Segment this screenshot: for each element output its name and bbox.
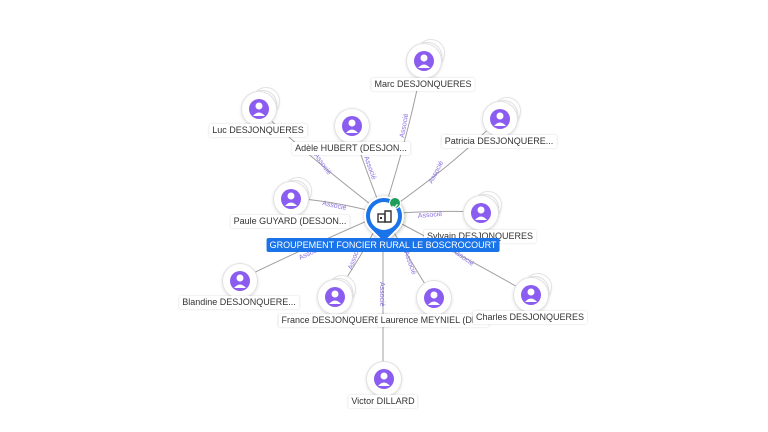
node-label: Paule GUYARD (DESJON...: [230, 215, 350, 228]
edge-label-paule: Associé: [322, 200, 348, 212]
edge-label-marc: Associé: [399, 113, 410, 138]
person-icon: [406, 43, 442, 79]
person-icon: [317, 279, 353, 315]
person-icon: [463, 195, 499, 231]
edge-label-sylvain: Associé: [418, 211, 443, 220]
building-icon: [370, 202, 398, 230]
edge-label-luc: Associé: [312, 152, 332, 176]
person-icon: [513, 277, 549, 313]
node-label: France DESJONQUERES: [278, 314, 390, 327]
edge-label-victor: Associé: [378, 282, 385, 307]
node-label: Laurence MEYNIEL (DE...: [377, 314, 489, 327]
node-label: Charles DESJONQUERES: [472, 311, 588, 324]
person-icon: [273, 181, 309, 217]
edge-label-adele: Associé: [362, 155, 377, 181]
person-icon: [416, 280, 452, 316]
person-icon: [222, 263, 258, 299]
verified-check-icon: [389, 197, 401, 209]
node-label: Blandine DESJONQUERE...: [179, 296, 299, 309]
edge-label-laurence: Associé: [402, 250, 417, 276]
node-label: Marc DESJONQUERES: [371, 78, 475, 91]
edge-label-patricia: Associé: [428, 160, 446, 185]
person-icon: [482, 101, 518, 137]
node-label: Victor DILLARD: [348, 395, 418, 408]
person-icon: [241, 91, 277, 127]
person-icon: [366, 361, 402, 397]
node-label: Luc DESJONQUERES: [209, 124, 307, 137]
node-label: Patricia DESJONQUERE...: [441, 135, 557, 148]
person-icon: [334, 108, 370, 144]
node-label: Adèle HUBERT (DESJON...: [292, 142, 410, 155]
center-label: GROUPEMENT FONCIER RURAL LE BOSCROCOURT: [266, 238, 500, 252]
